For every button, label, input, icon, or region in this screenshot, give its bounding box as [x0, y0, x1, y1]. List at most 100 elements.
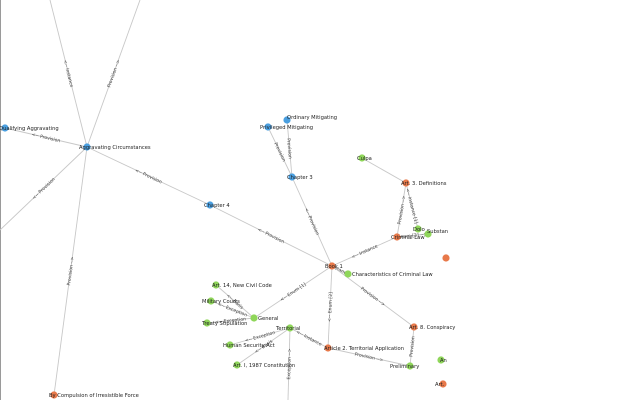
node-marker[interactable] — [226, 341, 234, 349]
edge-chapter4-book1 — [209, 204, 333, 267]
node-marker[interactable] — [344, 270, 352, 278]
node-art1987[interactable]: Art. I, 1987 Constitution — [233, 361, 295, 369]
edge-label: Provision — [408, 336, 416, 357]
node-compulsion[interactable]: By Compulsion of Irresistible Force — [49, 391, 139, 399]
edge-label: Provision --> — [106, 59, 122, 89]
node-label: Treaty Stipulation — [201, 321, 247, 327]
edge-aggravating-chapter4 — [86, 146, 211, 206]
node-art3[interactable]: Art. 3. Definitions — [401, 179, 447, 187]
edge-territorial-bottom-stub — [287, 327, 291, 400]
edge-book1-article2 — [327, 265, 333, 349]
edge-label: <-- Provision — [31, 177, 56, 202]
edge-article2-preliminary — [327, 347, 411, 367]
node-art14[interactable]: Art. 14, New Civil Code — [212, 281, 272, 289]
node-qualifying[interactable]: Qualifying Aggravating — [0, 124, 59, 132]
node-label: General — [258, 316, 278, 322]
node-marker[interactable] — [406, 362, 414, 370]
edge-culpa-art3 — [361, 157, 407, 184]
node-marker[interactable] — [283, 116, 291, 124]
node-marker[interactable] — [424, 230, 432, 238]
node-military[interactable]: Military Courts — [202, 297, 240, 305]
node-marker[interactable] — [442, 254, 450, 262]
edge-ordinary-chapter3 — [286, 119, 293, 178]
node-marker[interactable] — [328, 262, 336, 270]
edge-label: <-- Enum [2] — [327, 292, 334, 322]
edge-territorial-art1987 — [236, 327, 291, 366]
node-marker[interactable] — [206, 201, 214, 209]
node-marker[interactable] — [410, 323, 418, 331]
node-label: Ordinary Mitigating — [287, 115, 337, 121]
node-label: Preliminary — [390, 364, 419, 370]
node-marker[interactable] — [358, 154, 366, 162]
node-marker[interactable] — [439, 380, 447, 388]
node-label: Chapter 4 — [204, 203, 230, 209]
node-marker[interactable] — [324, 344, 332, 352]
node-territorial[interactable]: Territorial — [275, 324, 301, 332]
edge-aggravating-qualifying — [4, 127, 88, 148]
node-human-security[interactable]: Human Security Act — [223, 341, 275, 349]
edge-label: <-- Provision — [256, 227, 285, 246]
edge-label: <-- Instance — [351, 243, 379, 260]
node-criminal-law[interactable]: Criminal Law — [391, 233, 425, 241]
node-treaty[interactable]: Treaty Stipulation — [201, 319, 247, 327]
edge-label: <-- Provision — [134, 167, 163, 185]
node-general[interactable]: General — [250, 314, 278, 322]
node-label: An — [440, 358, 447, 364]
node-article2[interactable]: Article 2. Territorial Application — [324, 344, 404, 352]
edge-label: Provision — [272, 142, 286, 163]
edge-label: Provision --> — [354, 351, 384, 363]
node-preliminary[interactable]: Preliminary — [390, 362, 419, 370]
node-marker[interactable] — [50, 391, 58, 399]
node-label: Chapter 3 — [287, 175, 313, 181]
edge-label: Enum [3] --> — [397, 232, 427, 241]
node-label: Dolo — [413, 227, 425, 233]
node-marker[interactable] — [264, 123, 272, 131]
node-aggravating[interactable]: Aggravating Circumstances — [79, 143, 151, 151]
node-marker[interactable] — [1, 124, 9, 132]
node-substantive[interactable]: Substan — [424, 229, 448, 238]
edge-label: Provision --> — [359, 286, 386, 308]
node-label: Military Courts — [202, 299, 240, 305]
node-label: Art. 3. Definitions — [401, 181, 447, 187]
node-chapter4[interactable]: Chapter 4 — [204, 201, 230, 209]
node-culpa[interactable]: Culpa — [357, 154, 372, 162]
node-edge-right[interactable] — [442, 254, 450, 262]
edge-general-military — [210, 300, 255, 319]
left-panel-border — [0, 0, 1, 400]
edge-label: Provision — [285, 138, 293, 159]
edge-label: Provision --> — [397, 195, 408, 225]
node-label: Aggravating Circumstances — [79, 145, 151, 151]
node-label: Territorial — [275, 326, 301, 332]
node-label: Article 2. Territorial Application — [324, 346, 404, 352]
node-marker[interactable] — [286, 324, 294, 332]
node-label: By Compulsion of Irresistible Force — [49, 393, 139, 399]
node-marker[interactable] — [393, 233, 401, 241]
node-privileged[interactable]: Privileged Mitigating — [260, 123, 313, 131]
node-marker[interactable] — [402, 179, 410, 187]
node-an[interactable]: An — [437, 356, 447, 364]
edge-label: <-- Provision — [31, 132, 61, 144]
node-label: Book 1 — [325, 264, 343, 270]
node-dolo[interactable]: Dolo — [413, 225, 425, 233]
node-ordinary[interactable]: Ordinary Mitigating — [283, 115, 337, 124]
node-art-small[interactable]: Art. — [435, 380, 447, 388]
node-art8[interactable]: Art. 8. Conspiracy — [409, 323, 455, 331]
node-label: Criminal Law — [391, 235, 425, 241]
node-marker[interactable] — [233, 361, 241, 369]
node-marker[interactable] — [207, 297, 215, 305]
edge-aggravating-top-stub-a — [49, 0, 88, 148]
edge-criminal-law-substantive — [396, 233, 429, 238]
node-marker[interactable] — [288, 173, 296, 181]
node-marker[interactable] — [203, 319, 211, 327]
node-marker[interactable] — [212, 281, 220, 289]
node-marker[interactable] — [250, 314, 258, 322]
node-chapter3[interactable]: Chapter 3 — [287, 173, 313, 181]
node-characteristics[interactable]: Characteristics of Criminal Law — [344, 270, 433, 278]
node-marker[interactable] — [414, 225, 422, 233]
node-book1[interactable]: Book 1 — [325, 262, 343, 270]
node-marker[interactable] — [437, 356, 445, 364]
node-marker[interactable] — [83, 143, 91, 151]
